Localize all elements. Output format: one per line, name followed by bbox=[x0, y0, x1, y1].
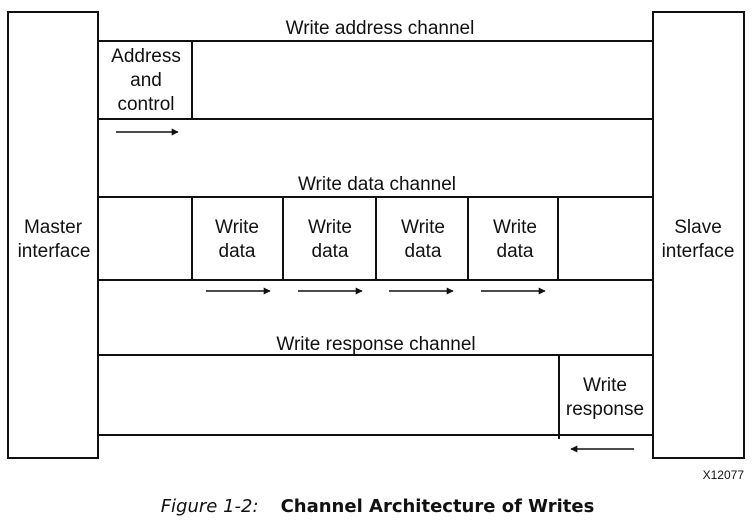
figure-title: Channel Architecture of Writes bbox=[280, 496, 595, 517]
slave-interface-node: Slave interface bbox=[652, 11, 745, 459]
write-data-payload: Write data bbox=[308, 217, 352, 262]
write-response-channel: Write response channel Write response bbox=[98, 334, 653, 453]
write-data-payload-4-line1: Write bbox=[493, 217, 537, 238]
write-data-payload-2-line2: data bbox=[312, 241, 349, 262]
address-payload-line1: Address bbox=[111, 46, 181, 67]
master-interface-node: Master interface bbox=[7, 11, 99, 459]
address-and-control-payload: Address and control bbox=[111, 46, 181, 115]
write-data-payload-4-line2: data bbox=[497, 241, 534, 262]
write-address-channel-title: Write address channel bbox=[286, 18, 475, 39]
figure-id-label: X12077 bbox=[703, 468, 745, 482]
write-response-payload-line2: response bbox=[566, 399, 644, 420]
master-interface-label-line2: interface bbox=[18, 241, 91, 262]
address-payload-line3: control bbox=[117, 94, 174, 115]
channel-architecture-diagram: Master interface Slave interface Write a… bbox=[7, 11, 745, 482]
write-data-payload-2-line1: Write bbox=[308, 217, 352, 238]
write-data-payload-3-line1: Write bbox=[401, 217, 445, 238]
address-payload-line2: and bbox=[130, 70, 162, 91]
figure-caption: Figure 1-2: Channel Architecture of Write… bbox=[0, 496, 755, 517]
write-data-payload-1-line1: Write bbox=[215, 217, 259, 238]
write-data-channel: Write data channel Write data Write data… bbox=[98, 174, 653, 295]
figure-number: Figure 1-2: bbox=[160, 496, 259, 517]
write-data-payload: Write data bbox=[401, 217, 445, 262]
write-data-payload: Write data bbox=[493, 217, 537, 262]
write-response-payload-line1: Write bbox=[583, 375, 627, 396]
write-data-payload-1-line2: data bbox=[219, 241, 256, 262]
write-data-channel-title: Write data channel bbox=[298, 174, 456, 195]
slave-interface-label-line2: interface bbox=[662, 241, 735, 262]
write-data-payload-3-line2: data bbox=[405, 241, 442, 262]
write-response-payload: Write response bbox=[566, 375, 644, 420]
write-response-channel-title: Write response channel bbox=[276, 334, 475, 355]
master-interface-label-line1: Master bbox=[24, 217, 83, 238]
write-address-channel: Write address channel Address and contro… bbox=[98, 18, 653, 136]
slave-interface-label-line1: Slave bbox=[674, 217, 722, 238]
write-data-payload: Write data bbox=[215, 217, 259, 262]
